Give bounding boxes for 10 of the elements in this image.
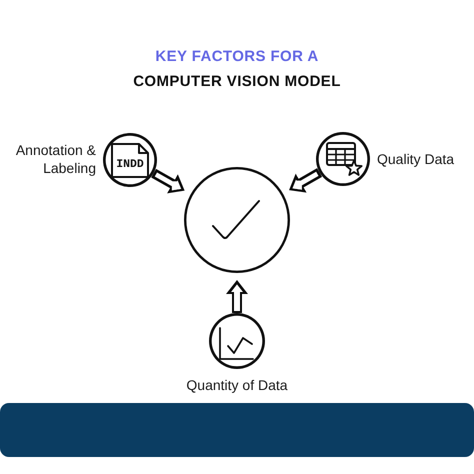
factor-label: Annotation & Labeling [14, 141, 96, 177]
file-type-label: INDD [115, 158, 145, 172]
document-shape [111, 143, 149, 178]
hollow-arrow [151, 168, 185, 194]
factor-label: Quality Data [377, 150, 456, 168]
hollow-arrow [289, 168, 322, 193]
factor-label: Quantity of Data [185, 376, 289, 394]
hollow-arrow [226, 280, 248, 313]
heading-text: COMPUTER VISION MODEL [133, 73, 341, 91]
heading-text: KEY FACTORS FOR A [155, 48, 319, 66]
